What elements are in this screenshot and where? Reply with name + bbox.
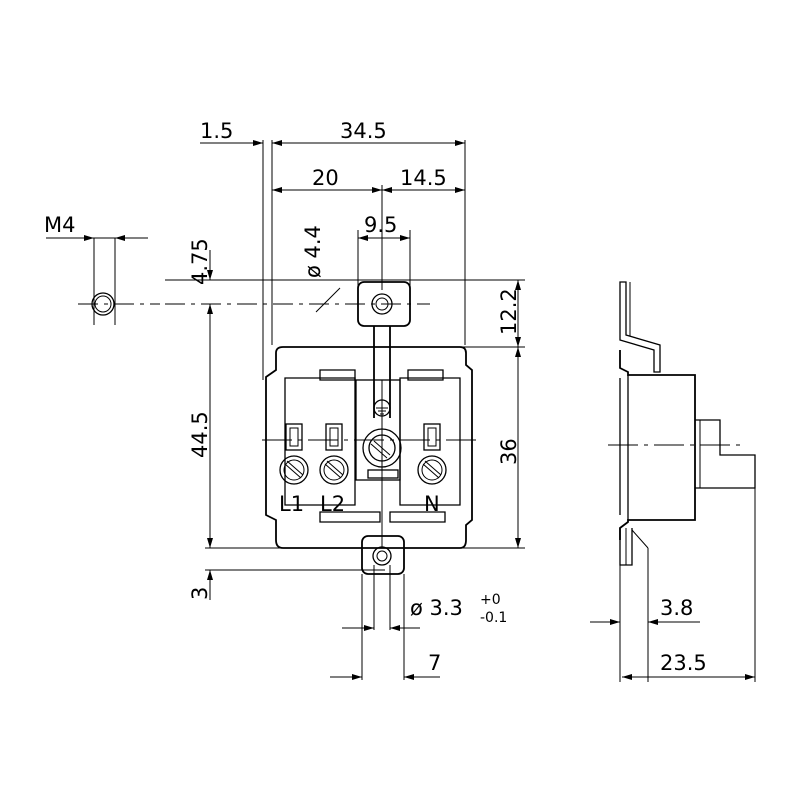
m4-screw-view [46,235,160,325]
earth-icon [373,399,391,417]
dim-dia-4-4: ø 4.4 [301,225,325,278]
top-dimension-lines [200,140,466,380]
terminal-label-l1: L1 [279,492,304,516]
dim-9-5: 9.5 [364,213,397,237]
terminal-screw-l2 [319,455,349,485]
terminal-screw-n [417,455,447,485]
terminal-screw-l1 [279,455,309,485]
dim-34-5: 34.5 [340,119,387,143]
dim-14-5: 14.5 [400,166,447,190]
socket-side-view [590,281,756,682]
dim-m4: M4 [44,213,75,237]
dim-dia-3-3: ø 3.3 [410,596,463,620]
bottom-mounting-tab [330,535,440,680]
terminal-label-n: N [424,492,440,516]
dim-3-8: 3.8 [660,596,693,620]
dim-tol-plus: +0 [480,592,501,608]
dim-1-5: 1.5 [200,119,233,143]
dim-12-2: 12.2 [497,288,521,335]
terminal-slots [285,423,441,451]
dim-23-5: 23.5 [660,651,707,675]
earth-screw [362,428,402,479]
dim-4-75: 4.75 [188,238,212,285]
terminal-label-l2: L2 [320,492,345,516]
dim-tol-minus: -0.1 [480,610,507,626]
dim-20: 20 [312,166,339,190]
dim-36: 36 [497,438,521,465]
dim-7: 7 [428,651,441,675]
dim-44-5: 44.5 [188,411,212,458]
dim-3: 3 [188,587,212,600]
